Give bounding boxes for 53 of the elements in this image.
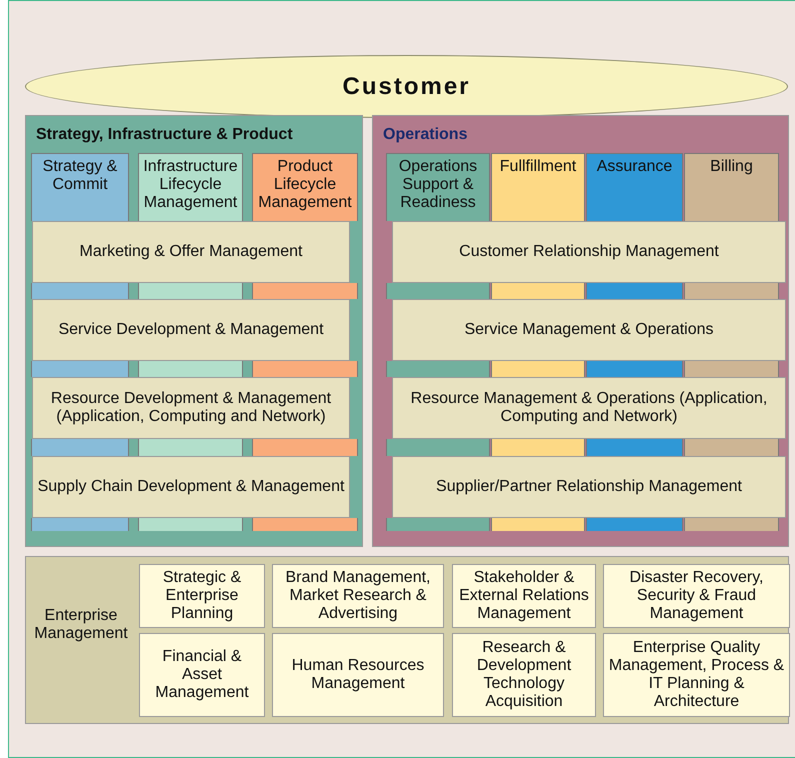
process-label: Service Development & Management <box>57 321 325 339</box>
process-box <box>452 633 596 717</box>
process-column <box>138 153 243 221</box>
process-row <box>32 221 350 283</box>
process-label: Disaster Recovery, Security & Fraud Management <box>628 569 764 623</box>
process-label: Supply Chain Development & Management <box>36 478 346 496</box>
process-label: Financial & Asset Management <box>154 648 250 702</box>
process-column <box>31 153 129 221</box>
process-label: Strategy & Commit <box>42 158 118 194</box>
process-label: Resource Development & Management (Application, Computing and Network) <box>50 390 332 426</box>
process-label: Customer Relationship Management <box>458 243 720 261</box>
process-column <box>386 153 490 221</box>
heading: Operations <box>383 126 468 144</box>
process-label: Enterprise Quality Management, Process & IT Planning & Architecture <box>608 639 786 711</box>
process-column <box>491 153 585 221</box>
heading: Customer <box>341 74 472 100</box>
process-label: Research & Development Technology Acquisition <box>476 639 572 711</box>
process-column <box>586 153 683 221</box>
process-label: Operations Support & Readiness <box>398 158 478 212</box>
process-label: Brand Management, Market Research & Advertising <box>284 569 432 623</box>
enterprise-panel <box>25 556 789 724</box>
process-box <box>272 564 444 628</box>
process-row <box>32 377 350 439</box>
process-box <box>603 633 790 717</box>
process-column <box>252 153 358 221</box>
process-label: Marketing & Offer Management <box>78 243 304 261</box>
domain-panel <box>372 115 789 547</box>
process-box <box>139 564 265 628</box>
process-row <box>392 456 786 518</box>
process-label: Billing <box>709 158 754 176</box>
process-label: Human Resources Management <box>290 657 426 693</box>
process-label: Stakeholder & External Relations Management <box>458 569 590 623</box>
process-label: Infrastructure Lifecycle Management <box>142 158 239 212</box>
process-row <box>392 221 786 283</box>
process-row <box>32 456 350 518</box>
process-label: Strategic & Enterprise Planning <box>162 569 242 623</box>
process-box <box>452 564 596 628</box>
process-box <box>272 633 444 717</box>
heading: Strategy, Infrastructure & Product <box>36 126 293 144</box>
process-label: Assurance <box>596 158 674 176</box>
process-row <box>32 299 350 361</box>
process-label: Product Lifecycle Management <box>257 158 353 212</box>
process-label: Resource Management & Operations (Application, Computing and Network) <box>410 390 768 426</box>
process-label: Fullfillment <box>498 158 578 176</box>
process-row <box>392 299 786 361</box>
process-box <box>139 633 265 717</box>
process-column <box>684 153 779 221</box>
process-row <box>392 377 786 439</box>
heading: Enterprise Management <box>33 607 129 643</box>
domain-panel <box>25 115 363 547</box>
process-label: Service Management & Operations <box>463 321 714 339</box>
process-label: Supplier/Partner Relationship Management <box>435 478 743 496</box>
process-box <box>603 564 790 628</box>
